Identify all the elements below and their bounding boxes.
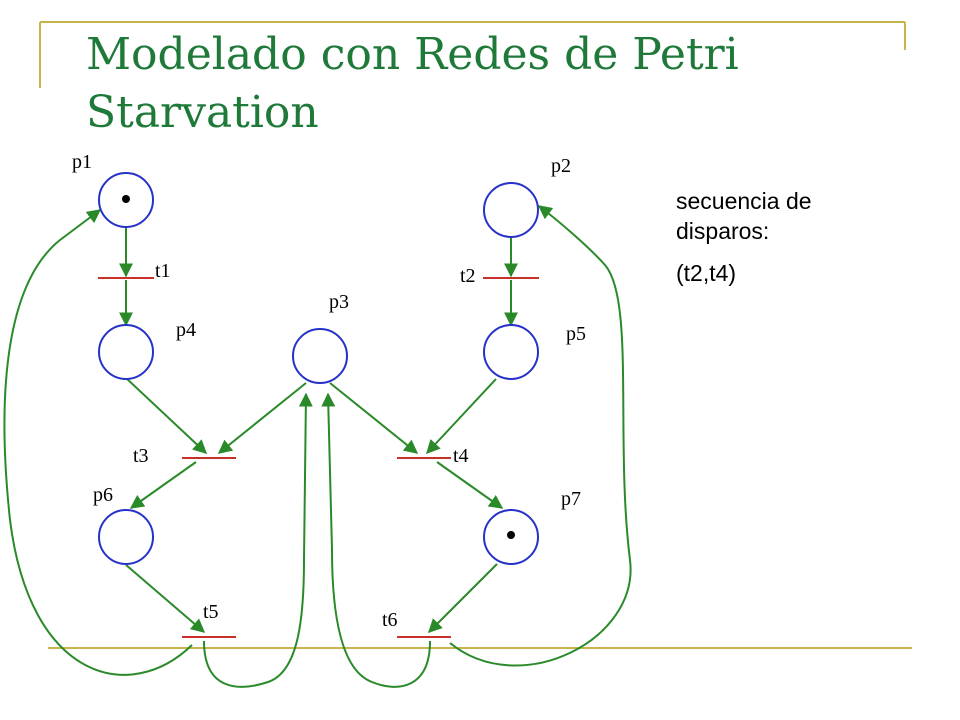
token-p7 bbox=[507, 531, 515, 539]
transitions bbox=[98, 277, 539, 638]
slide-frame bbox=[39, 21, 912, 649]
arc-t6-p3 bbox=[321, 392, 431, 688]
label-p4: p4 bbox=[176, 319, 196, 341]
place-p3 bbox=[292, 328, 348, 384]
place-p6 bbox=[98, 509, 154, 565]
label-p2: p2 bbox=[551, 155, 571, 177]
label-t1: t1 bbox=[155, 260, 171, 282]
label-p7: p7 bbox=[561, 488, 581, 510]
sequence-value: (t2,t4) bbox=[676, 260, 737, 286]
place-p4 bbox=[98, 324, 154, 380]
firing-sequence-note: secuencia de disparos: (t2,t4) bbox=[676, 186, 876, 288]
sequence-caption: secuencia de disparos: bbox=[676, 188, 812, 244]
label-p6: p6 bbox=[93, 484, 113, 506]
label-p1: p1 bbox=[72, 151, 92, 173]
label-t6: t6 bbox=[382, 609, 398, 631]
arc-p7-t6 bbox=[428, 563, 498, 633]
label-t5: t5 bbox=[203, 601, 219, 623]
labels: p1 p2 p3 p4 p5 p6 p7 t1 t2 t3 t4 t5 t6 bbox=[72, 151, 586, 631]
tokens bbox=[122, 195, 515, 539]
title-line-2: Starvation bbox=[86, 87, 319, 138]
label-p3: p3 bbox=[329, 291, 349, 313]
arcs bbox=[3, 205, 632, 688]
label-t2: t2 bbox=[460, 265, 476, 287]
places bbox=[98, 172, 539, 565]
arc-p3-t4 bbox=[329, 382, 419, 454]
title-line-1: Modelado con Redes de Petri bbox=[86, 29, 739, 80]
arc-t5-p3 bbox=[203, 392, 313, 688]
token-p1 bbox=[122, 195, 130, 203]
arc-p5-t4 bbox=[426, 378, 497, 455]
arc-t6-p2 bbox=[449, 205, 632, 667]
place-p2 bbox=[483, 182, 539, 238]
arc-p3-t3 bbox=[217, 382, 307, 454]
arc-t5-p1 bbox=[3, 209, 193, 676]
arc-t3-p6 bbox=[129, 461, 197, 509]
label-p5: p5 bbox=[566, 323, 586, 345]
arc-t4-p7 bbox=[436, 461, 504, 509]
place-p5 bbox=[483, 324, 539, 380]
slide-title: Modelado con Redes de Petri Starvation bbox=[86, 26, 739, 142]
arc-p4-t3 bbox=[125, 377, 208, 454]
label-t4: t4 bbox=[453, 445, 469, 467]
label-t3: t3 bbox=[133, 445, 149, 467]
arc-p6-t5 bbox=[125, 564, 206, 633]
